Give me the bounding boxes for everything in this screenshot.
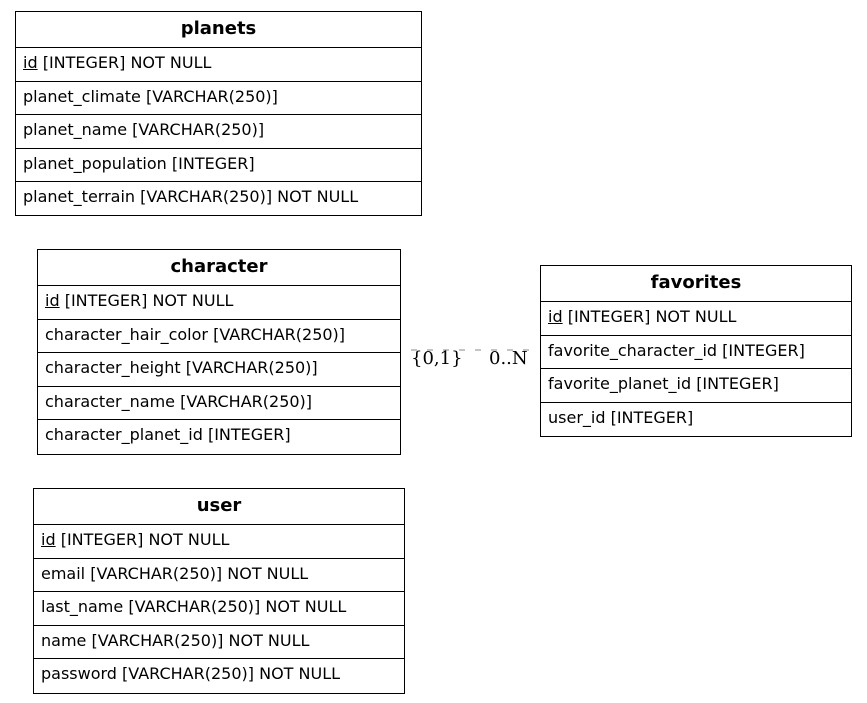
entity-title: character <box>38 250 400 286</box>
entity-title: user <box>34 489 404 525</box>
column-row: planet_climate [VARCHAR(250)] <box>16 82 421 115</box>
cardinality-to-label: 0..N <box>489 348 528 369</box>
column-row: planet_name [VARCHAR(250)] <box>16 115 421 149</box>
column-row: password [VARCHAR(250)] NOT NULL <box>41 664 341 683</box>
column-definition: [INTEGER] NOT NULL <box>55 530 230 549</box>
primary-key-label: id <box>41 530 56 549</box>
column-row: name [VARCHAR(250)] NOT NULL <box>34 626 404 659</box>
entity-title: planets <box>16 12 421 48</box>
column-row: character_name [VARCHAR(250)] <box>38 387 400 420</box>
entity-planets: planets id [INTEGER] NOT NULL planet_cli… <box>15 11 422 216</box>
column-definition: [INTEGER] NOT NULL <box>59 291 234 310</box>
column-row: id [INTEGER] NOT NULL <box>541 302 851 336</box>
primary-key-label: id <box>548 307 563 326</box>
entity-character: character id [INTEGER] NOT NULL characte… <box>37 249 401 455</box>
column-row: planet_population [INTEGER] <box>16 149 421 182</box>
column-row: favorite_planet_id [INTEGER] <box>541 369 851 403</box>
column-definition: [INTEGER] NOT NULL <box>37 53 212 72</box>
column-row: id [INTEGER] NOT NULL <box>38 286 400 320</box>
entity-favorites: favorites id [INTEGER] NOT NULL favorite… <box>540 265 852 437</box>
column-row: last_name [VARCHAR(250)] NOT NULL <box>34 592 404 626</box>
column-row: email [VARCHAR(250)] NOT NULL <box>34 559 404 592</box>
column-row: id [INTEGER] NOT NULL <box>34 525 404 559</box>
cardinality-from-label: {0,1} <box>411 348 463 369</box>
column-row: character_hair_color [VARCHAR(250)] <box>38 320 400 353</box>
column-row: planet_terrain [VARCHAR(250)] NOT NULL <box>23 187 359 206</box>
primary-key-label: id <box>23 53 38 72</box>
column-row: id [INTEGER] NOT NULL <box>16 48 421 82</box>
column-definition: [INTEGER] NOT NULL <box>562 307 737 326</box>
entity-user: user id [INTEGER] NOT NULL email [VARCHA… <box>33 488 405 694</box>
column-row: favorite_character_id [INTEGER] <box>541 336 851 369</box>
entity-title: favorites <box>541 266 851 302</box>
primary-key-label: id <box>45 291 60 310</box>
column-row: character_planet_id [INTEGER] <box>45 425 291 444</box>
column-row: character_height [VARCHAR(250)] <box>38 353 400 387</box>
column-row: user_id [INTEGER] <box>548 407 694 427</box>
